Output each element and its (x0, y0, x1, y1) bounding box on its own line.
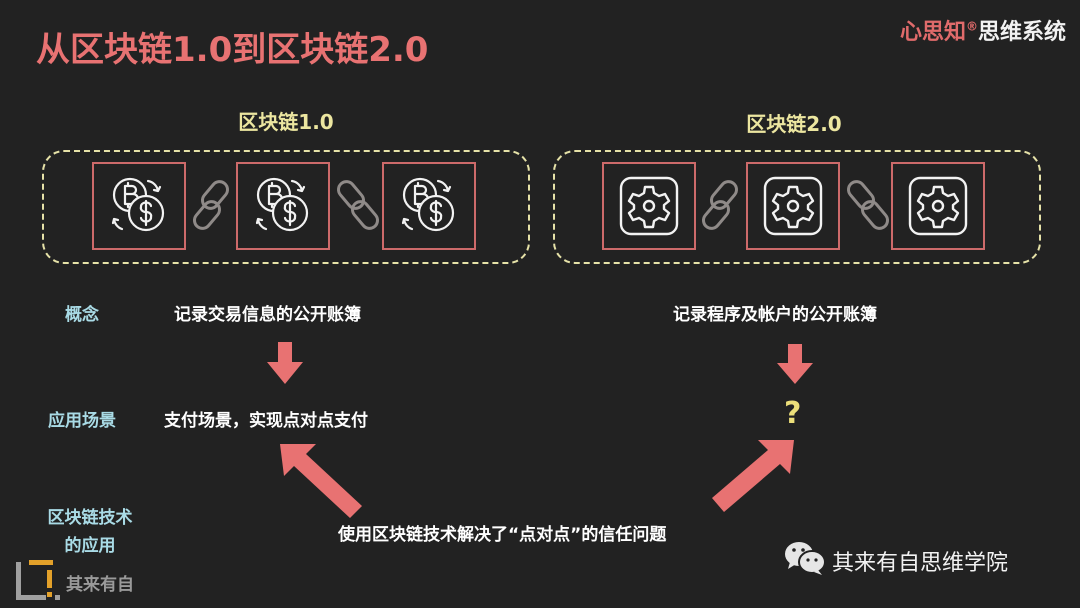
chain-link-icon (189, 178, 241, 232)
chain-link-icon (698, 178, 750, 232)
label-application: 应用场景 (48, 411, 116, 431)
section-title-v2: 区块链2.0 (746, 112, 842, 136)
blockchain-v2-container (553, 150, 1041, 264)
label-tech-application: 区块链技术 的应用 (30, 504, 150, 560)
brand-logo: 心思知®思维系统 (900, 14, 1066, 46)
brand-red-text: 心思知 (899, 20, 966, 45)
block-v1-1 (92, 162, 186, 250)
qilaiyouzi-logo-icon (14, 558, 64, 602)
arrow-up-right-icon (712, 440, 794, 512)
logo-text: 其来有自 (66, 575, 134, 595)
gear-icon (763, 176, 823, 236)
arrow-down-icon (777, 344, 813, 384)
block-v2-3 (891, 162, 985, 250)
blockchain-v1-container (42, 150, 530, 264)
label-concept: 概念 (65, 305, 99, 325)
chain-link-icon (843, 178, 895, 232)
wechat-icon (785, 542, 826, 575)
block-v1-3 (382, 162, 476, 250)
crypto-exchange-icon (255, 177, 309, 232)
crypto-exchange-icon (401, 177, 455, 232)
chain-link-icon (333, 178, 385, 232)
v1-concept-text: 记录交易信息的公开账簿 (174, 305, 361, 325)
wechat-account-name: 其来有自思维学院 (832, 551, 1009, 576)
label-tech-line1: 区块链技术 (47, 508, 133, 528)
gear-icon (619, 176, 679, 236)
block-v2-1 (602, 162, 696, 250)
section-title-v1: 区块链1.0 (238, 110, 334, 134)
v2-concept-text: 记录程序及帐户的公开账簿 (673, 305, 877, 325)
page-title: 从区块链1.0到区块链2.0 (36, 30, 429, 70)
arrow-up-left-icon (280, 444, 362, 518)
question-mark: ? (784, 396, 802, 431)
block-v2-2 (746, 162, 840, 250)
block-v1-2 (236, 162, 330, 250)
registered-mark: ® (965, 19, 978, 34)
brand-white-text: 思维系统 (977, 20, 1066, 45)
crypto-exchange-icon (111, 177, 165, 232)
gear-icon (908, 176, 968, 236)
arrow-down-icon (267, 342, 303, 384)
label-tech-line2: 的应用 (64, 536, 116, 556)
conclusion-text: 使用区块链技术解决了“点对点”的信任问题 (338, 525, 667, 545)
v1-application-text: 支付场景，实现点对点支付 (164, 411, 368, 431)
